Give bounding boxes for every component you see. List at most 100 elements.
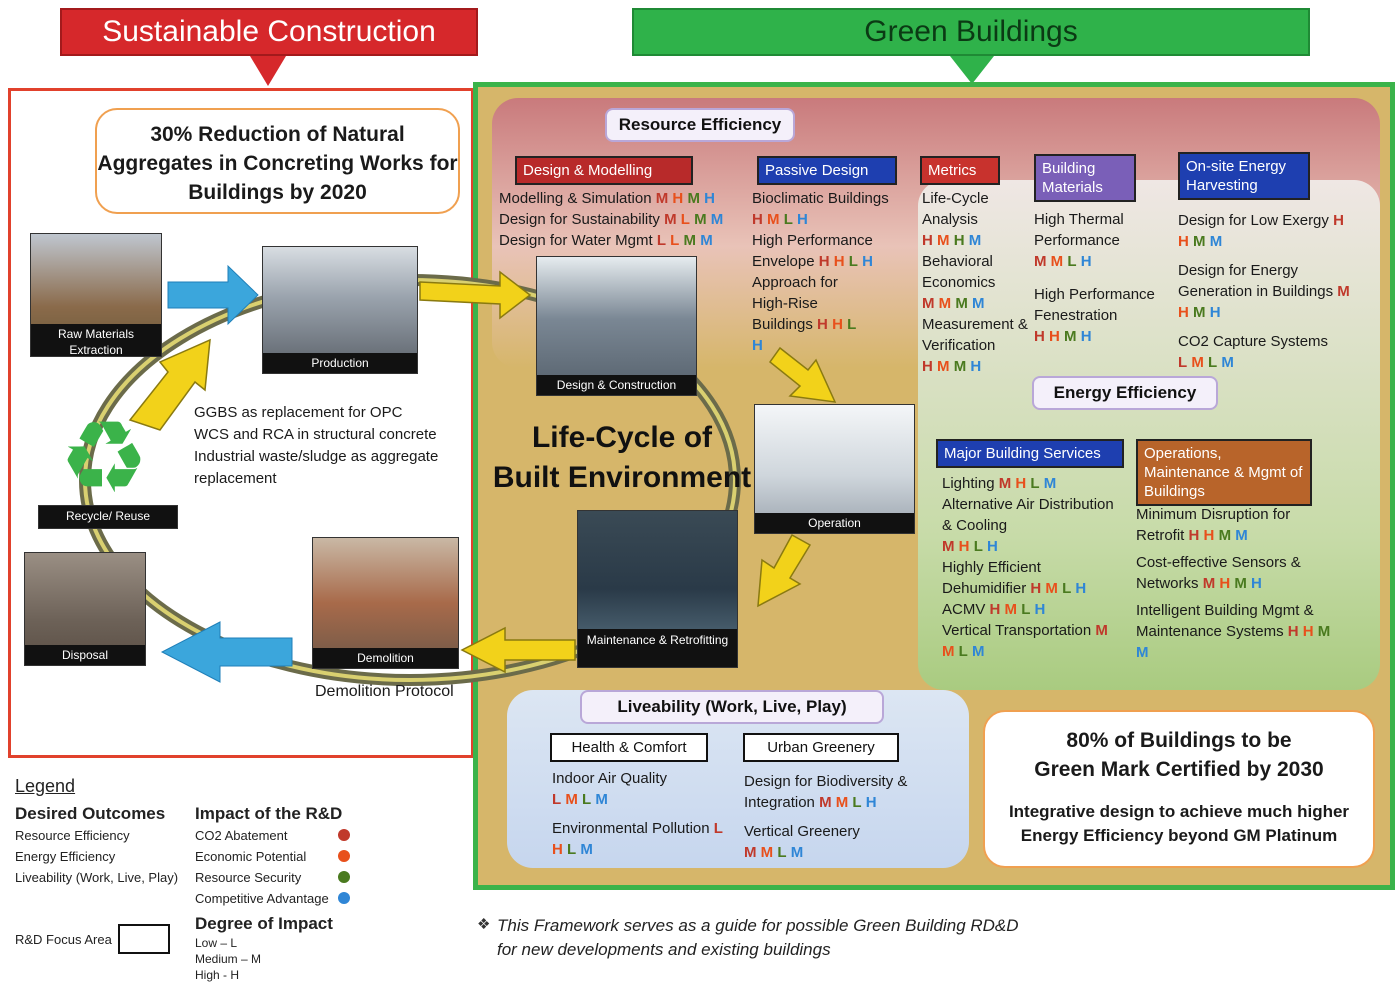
demolition-label: Demolition bbox=[313, 648, 458, 668]
impact-resource: Resource Security bbox=[195, 867, 355, 888]
life-cycle-title-line2: Built Environment bbox=[492, 461, 752, 494]
sustainable-construction-title: Sustainable Construction bbox=[102, 15, 436, 48]
yellow-arrow-2 bbox=[419, 270, 532, 320]
yellow-arrow-1 bbox=[128, 338, 211, 431]
ops-item-1: Minimum Disruption for Retrofit H H M M bbox=[1136, 506, 1291, 544]
note-industrial: Industrial waste/sludge as aggregate bbox=[194, 448, 439, 465]
green-goal-line2: Green Mark Certified by 2030 bbox=[1034, 758, 1324, 781]
degree-high: High - H bbox=[195, 968, 240, 982]
sustainable-construction-banner: Sustainable Construction bbox=[60, 8, 478, 56]
onsite-item-1: Design for Low Exergy H H M M bbox=[1178, 212, 1344, 250]
major-services-list: Lighting M H L M Alternative Air Distrib… bbox=[942, 473, 1122, 662]
aggregates-goal-box: 30% Reduction of Natural Aggregates in C… bbox=[95, 108, 460, 214]
operation-photo: Operation bbox=[754, 404, 915, 534]
impact-title: Impact of the R&D bbox=[195, 804, 343, 823]
dm-item-3: Design for Water Mgmt L L M M bbox=[499, 232, 713, 249]
yellow-arrow-5 bbox=[460, 626, 576, 674]
footnote-line1: This Framework serves as a guide for pos… bbox=[497, 916, 1019, 935]
focus-area-label: R&D Focus Area bbox=[15, 932, 112, 947]
ops-item-3: Intelligent Building Mgmt & Maintenance … bbox=[1136, 602, 1331, 661]
impact-competitive-dot bbox=[338, 892, 350, 904]
design-modelling-header: Design & Modelling bbox=[515, 156, 693, 185]
onsite-energy-header: On-site Energy Harvesting bbox=[1178, 152, 1310, 200]
note-wcs: WCS and RCA in structural concrete bbox=[194, 426, 437, 443]
impact-economic: Economic Potential bbox=[195, 846, 355, 867]
building-materials-header: Building Materials bbox=[1034, 154, 1136, 202]
outcome-energy: Energy Efficiency bbox=[15, 849, 116, 864]
production-label: Production bbox=[263, 353, 417, 373]
design-construction-photo: Design & Construction bbox=[536, 256, 697, 396]
green-down-arrow bbox=[950, 56, 994, 84]
materials-notes: GGBS as replacement for OPC WCS and RCA … bbox=[194, 402, 438, 490]
impact-co2-dot bbox=[338, 829, 350, 841]
recycle-icon: ♻ bbox=[59, 402, 149, 514]
ms-item-5: Vertical Transportation M M L M bbox=[942, 622, 1108, 660]
green-goal-line3: Integrative design to achieve much highe… bbox=[1008, 802, 1350, 821]
major-services-header: Major Building Services bbox=[936, 439, 1124, 468]
yellow-arrow-4 bbox=[757, 533, 812, 608]
design-construction-label: Design & Construction bbox=[537, 375, 696, 395]
life-cycle-title: Life-Cycle of Built Environment bbox=[488, 418, 756, 498]
outcome-liveability: Liveability (Work, Live, Play) bbox=[15, 870, 179, 885]
energy-efficiency-pill: Energy Efficiency bbox=[1032, 376, 1218, 410]
red-down-arrow bbox=[250, 56, 286, 86]
outcomes-list: Resource Efficiency Energy Efficiency Li… bbox=[15, 825, 178, 888]
sustainable-construction-frame bbox=[8, 88, 474, 758]
footnote: This Framework serves as a guide for pos… bbox=[497, 914, 1019, 962]
resource-efficiency-pill: Resource Efficiency bbox=[605, 108, 795, 142]
degree-title: Degree of Impact bbox=[195, 914, 333, 933]
blue-arrow-left bbox=[160, 621, 293, 683]
footnote-bullet: ❖ bbox=[477, 916, 491, 933]
liveability-pill: Liveability (Work, Live, Play) bbox=[580, 690, 884, 724]
recycle-reuse-label: Recycle/ Reuse bbox=[39, 506, 177, 526]
aggregates-goal-text: 30% Reduction of Natural Aggregates in C… bbox=[97, 123, 458, 204]
note-ggbs: GGBS as replacement for OPC bbox=[194, 404, 403, 421]
disposal-label: Disposal bbox=[25, 645, 145, 665]
raw-materials-label: Raw Materials Extraction bbox=[31, 324, 161, 357]
health-comfort-header: Health & Comfort bbox=[550, 733, 708, 762]
green-goal-line1: 80% of Buildings to be bbox=[1066, 729, 1292, 752]
demolition-protocol: Demolition Protocol bbox=[315, 683, 454, 700]
onsite-item-2: Design for Energy Generation in Building… bbox=[1178, 262, 1350, 321]
impact-co2: CO2 Abatement bbox=[195, 825, 355, 846]
ug-item-1: Design for Biodiversity & Integration M … bbox=[744, 773, 908, 811]
yellow-arrow-3 bbox=[768, 346, 837, 403]
dm-item-1: Modelling & Simulation M H M H bbox=[499, 190, 715, 207]
life-cycle-title-line1: Life-Cycle of bbox=[531, 421, 713, 454]
ms-item-3: Highly Efficient Dehumidifier H M L H bbox=[942, 559, 1087, 597]
legend-title: Legend bbox=[15, 776, 76, 796]
degree-list: Low – L Medium – M High - H bbox=[195, 935, 261, 983]
recycle-reuse-bar: Recycle/ Reuse bbox=[38, 505, 178, 529]
impact-resource-dot bbox=[338, 871, 350, 883]
disposal-photo: Disposal bbox=[24, 552, 146, 666]
urban-greenery-header: Urban Greenery bbox=[743, 733, 899, 762]
green-buildings-banner: Green Buildings bbox=[632, 8, 1310, 56]
energy-efficiency-area bbox=[918, 180, 1380, 690]
pd-item-3: Approach for High-Rise Buildings H H L H bbox=[752, 274, 857, 354]
urban-greenery-list: Design for Biodiversity & Integration M … bbox=[744, 771, 939, 863]
focus-area-box bbox=[118, 924, 170, 954]
ms-item-4: ACMV H M L H bbox=[942, 601, 1046, 618]
degree-low: Low – L bbox=[195, 936, 238, 950]
impact-list: CO2 Abatement Economic Potential Resourc… bbox=[195, 825, 355, 909]
passive-design-header: Passive Design bbox=[757, 156, 897, 185]
onsite-energy-list: Design for Low Exergy H H M M Design for… bbox=[1178, 210, 1353, 373]
operations-header: Operations, Maintenance & Mgmt of Buildi… bbox=[1136, 439, 1312, 506]
ms-item-1: Lighting M H L M bbox=[942, 475, 1057, 492]
degree-medium: Medium – M bbox=[195, 952, 262, 966]
blue-arrow-right bbox=[167, 264, 259, 326]
impact-competitive: Competitive Advantage bbox=[195, 888, 355, 909]
